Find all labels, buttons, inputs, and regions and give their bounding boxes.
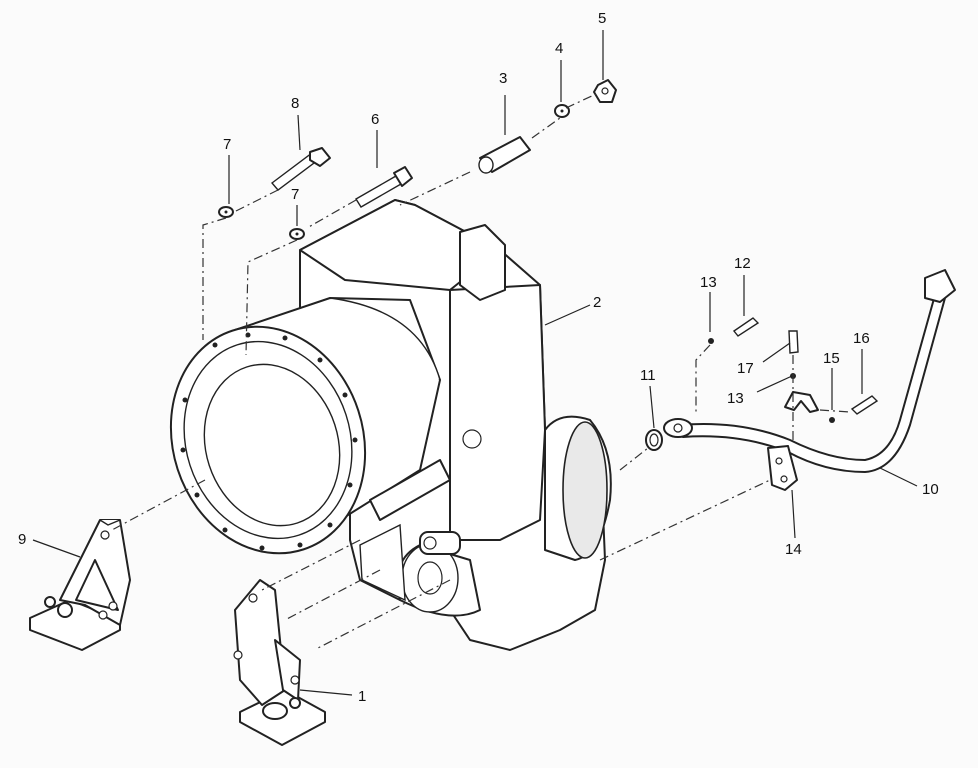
callout-17: 17 (737, 360, 754, 377)
callout-10: 10 (922, 481, 939, 498)
mount-bracket-9 (29, 519, 131, 651)
callout-13a: 13 (700, 274, 717, 291)
bolt-8 (270, 147, 331, 191)
callout-7a: 7 (223, 136, 231, 153)
leader-lines (32, 30, 918, 696)
callout-15: 15 (823, 350, 840, 367)
callout-9: 9 (18, 531, 26, 548)
callout-12: 12 (734, 255, 751, 272)
bolt-6 (355, 166, 413, 208)
callout-3: 3 (499, 70, 507, 87)
callout-16: 16 (853, 330, 870, 347)
washer-7b (289, 228, 305, 240)
o-ring-11 (645, 429, 663, 451)
stud-3 (478, 136, 531, 174)
mount-bracket-1 (233, 579, 326, 746)
fitting-end (663, 418, 693, 438)
callout-7b: 7 (291, 186, 299, 203)
bolt-12 (732, 317, 760, 337)
callout-5: 5 (598, 10, 606, 27)
callout-4: 4 (555, 40, 563, 57)
callout-8: 8 (291, 95, 299, 112)
washer-7a (218, 206, 234, 218)
callout-labels: 1 2 3 4 5 6 7 7 8 9 10 11 12 13 13 14 15… (18, 10, 939, 705)
clamp-15 (784, 391, 819, 413)
bracket-14 (767, 445, 798, 491)
breather-tube-10 (679, 269, 956, 473)
callout-1: 1 (358, 688, 366, 705)
washer-4 (554, 104, 570, 118)
bolt-17 (788, 330, 799, 354)
callout-2: 2 (593, 294, 601, 311)
callout-6: 6 (371, 111, 379, 128)
nut-5 (593, 79, 617, 103)
callout-11: 11 (640, 367, 656, 384)
bolt-16 (850, 395, 879, 415)
assembly-lines (111, 93, 851, 649)
callout-13b: 13 (727, 390, 744, 407)
callout-14: 14 (785, 541, 802, 558)
flange-ring (169, 325, 367, 555)
